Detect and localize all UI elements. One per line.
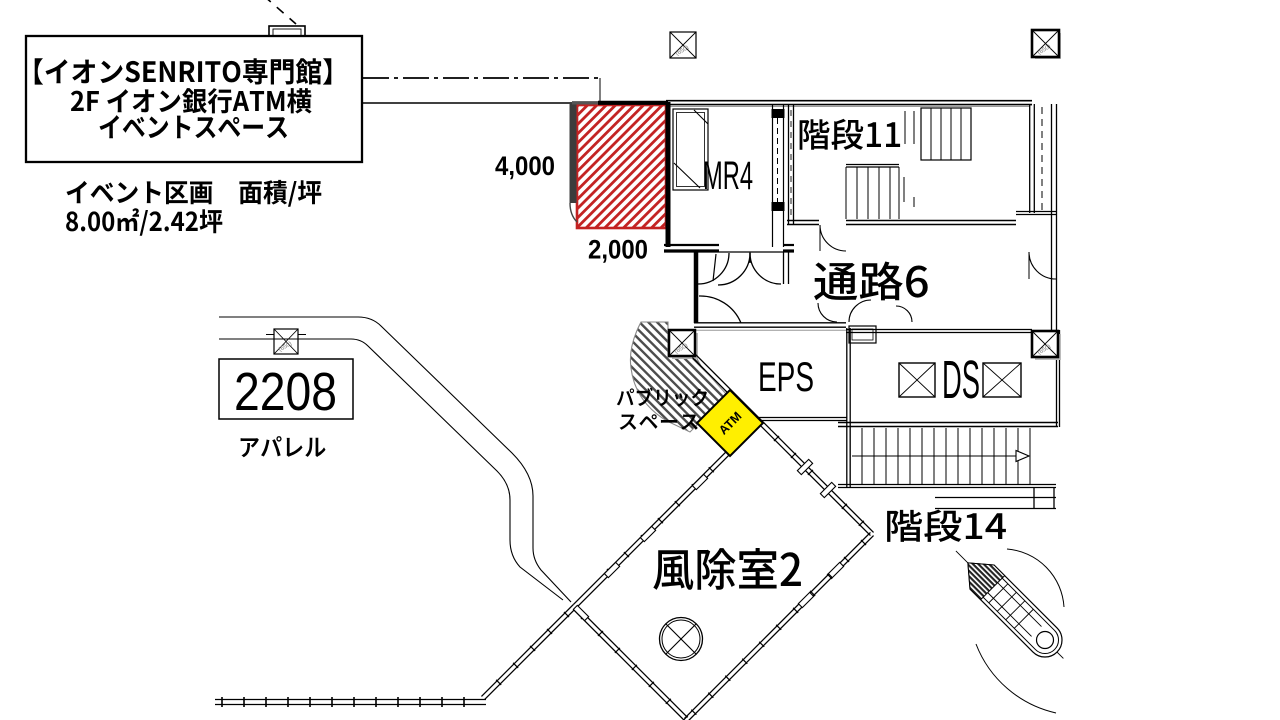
svg-text:DS: DS	[942, 350, 980, 410]
svg-text:4,000: 4,000	[495, 151, 555, 181]
svg-text:2208: 2208	[234, 362, 337, 422]
svg-text:MR4: MR4	[703, 154, 753, 198]
svg-text:2,000: 2,000	[588, 235, 648, 265]
svg-text:EPS: EPS	[758, 353, 814, 400]
